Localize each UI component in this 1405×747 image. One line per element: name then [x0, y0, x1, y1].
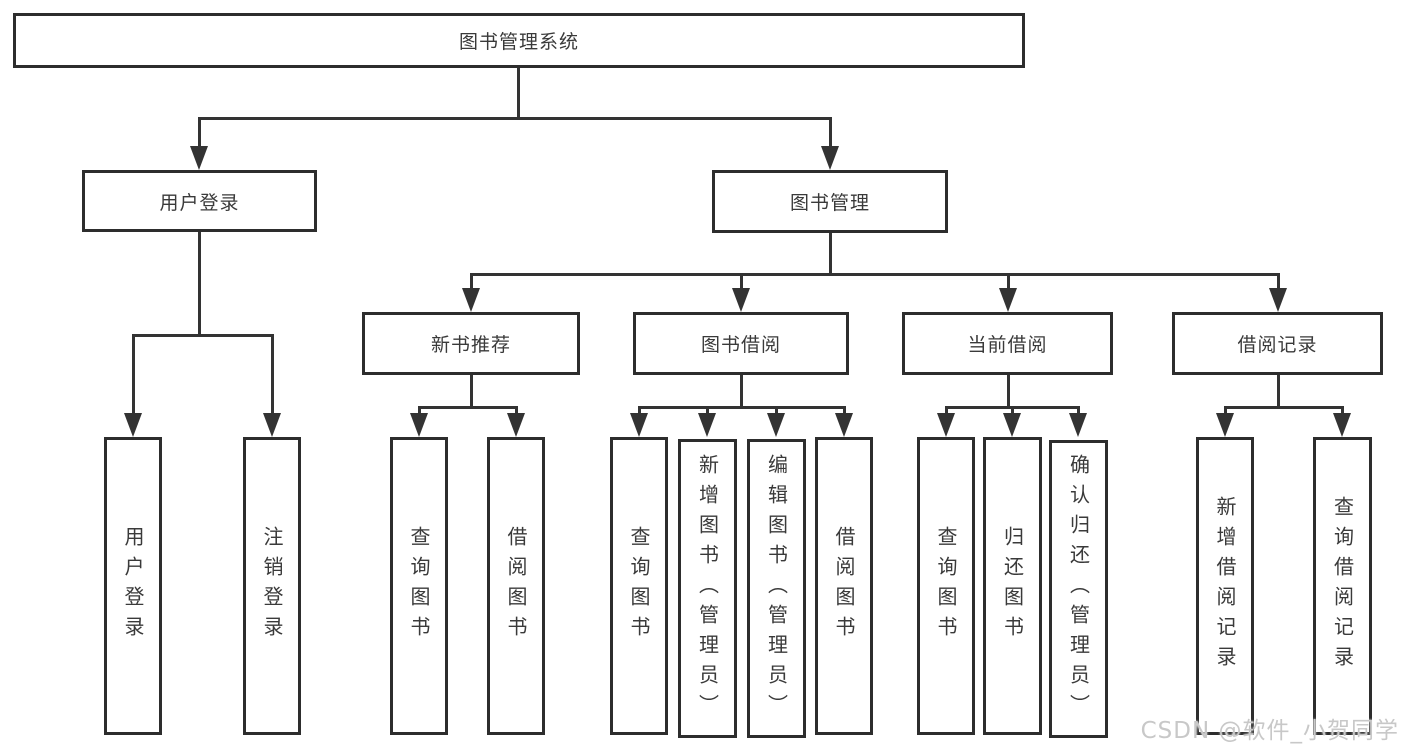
- arrow-down-icon: [698, 413, 716, 437]
- node-root-label: 图书管理系统: [458, 31, 579, 53]
- leaf-newrec-borrow-books: 借阅图书: [487, 437, 545, 735]
- leaf-logout-label: 注销登录: [260, 526, 284, 646]
- leaf-current-query-books-label: 查询图书: [934, 526, 958, 646]
- connector-leaf-drop: [1011, 406, 1014, 416]
- node-borrow-records: 借阅记录: [1172, 312, 1383, 375]
- arrow-down-icon: [1003, 413, 1021, 437]
- node-new-book-recommend: 新书推荐: [362, 312, 580, 375]
- csdn-watermark: CSDN @软件_小贺同学: [1140, 718, 1399, 744]
- node-book-borrow-label: 图书借阅: [700, 334, 781, 356]
- leaf-newrec-borrow-books-label: 借阅图书: [504, 526, 528, 646]
- arrow-down-icon: [767, 413, 785, 437]
- connector-book-mgmt-drop: [829, 117, 832, 150]
- connector-leaf-drop: [271, 334, 274, 417]
- node-user-login-label: 用户登录: [159, 191, 240, 214]
- connector-newbook-rail: [418, 406, 518, 409]
- node-book-borrow: 图书借阅: [633, 312, 849, 375]
- arrow-down-icon: [835, 413, 853, 437]
- leaf-borrow-borrow-books-label: 借阅图书: [832, 526, 856, 646]
- connector-level3-drop: [1007, 273, 1010, 291]
- arrow-down-icon: [1216, 413, 1234, 437]
- connector-records-rail: [1224, 406, 1344, 409]
- arrow-down-icon: [630, 413, 648, 437]
- leaf-borrow-borrow-books: 借阅图书: [815, 437, 873, 735]
- leaf-newrec-query-books: 查询图书: [390, 437, 448, 735]
- leaf-records-query-record-label: 查询借阅记录: [1330, 496, 1355, 676]
- connector-user-login-stem: [198, 232, 201, 336]
- arrow-down-icon: [1069, 413, 1087, 437]
- connector-level3-drop: [1277, 273, 1280, 291]
- connector-level2-rail: [198, 117, 832, 120]
- arrow-down-icon: [124, 413, 142, 437]
- node-borrow-records-label: 借阅记录: [1237, 334, 1318, 356]
- arrow-down-icon: [999, 288, 1017, 312]
- connector-level3-drop: [470, 273, 473, 291]
- connector-leaf-drop: [1341, 406, 1344, 416]
- leaf-user-login-label: 用户登录: [121, 526, 145, 646]
- connector-leaf-drop: [706, 406, 709, 416]
- node-root: 图书管理系统: [13, 13, 1025, 68]
- connector-user-login-drop: [198, 117, 201, 150]
- arrow-down-icon: [507, 413, 525, 437]
- arrow-down-icon: [1269, 288, 1287, 312]
- leaf-borrow-query-books-label: 查询图书: [627, 526, 651, 646]
- node-current-borrow-label: 当前借阅: [967, 334, 1048, 356]
- leaf-borrow-query-books: 查询图书: [610, 437, 668, 735]
- connector-leaf-drop: [418, 406, 421, 416]
- connector-borrow-stem: [740, 375, 743, 408]
- leaf-current-query-books: 查询图书: [917, 437, 975, 735]
- connector-leaf-drop: [515, 406, 518, 416]
- leaf-borrow-edit-books-admin-label: 编辑图书（管理员）: [764, 453, 789, 724]
- node-book-management-label: 图书管理: [789, 192, 870, 214]
- leaf-records-query-record: 查询借阅记录: [1313, 437, 1372, 735]
- leaf-logout: 注销登录: [243, 437, 301, 735]
- connector-leaf-drop: [843, 406, 846, 416]
- leaf-current-return-books: 归还图书: [983, 437, 1042, 735]
- connector-leaf-drop: [1224, 406, 1227, 416]
- arrow-down-icon: [462, 288, 480, 312]
- node-book-management: 图书管理: [712, 170, 948, 233]
- connector-current-stem: [1007, 375, 1010, 408]
- connector-user-login-rail: [132, 334, 274, 337]
- arrow-down-icon: [263, 413, 281, 437]
- node-new-book-recommend-label: 新书推荐: [430, 334, 511, 356]
- connector-newbook-stem: [470, 375, 473, 408]
- arrow-down-icon: [190, 146, 208, 170]
- node-user-login: 用户登录: [82, 170, 317, 232]
- leaf-newrec-query-books-label: 查询图书: [407, 526, 431, 646]
- arrow-down-icon: [937, 413, 955, 437]
- connector-root-stem: [517, 68, 520, 120]
- arrow-down-icon: [1333, 413, 1351, 437]
- connector-leaf-drop: [775, 406, 778, 416]
- connector-book-mgmt-stem: [829, 233, 832, 275]
- connector-records-stem: [1277, 375, 1280, 408]
- connector-level3-drop: [740, 273, 743, 291]
- leaf-current-return-books-label: 归还图书: [1000, 526, 1025, 646]
- leaf-current-confirm-return-admin: 确认归还（管理员）: [1049, 440, 1108, 738]
- connector-leaf-drop: [945, 406, 948, 416]
- connector-borrow-rail: [638, 406, 846, 409]
- leaf-records-add-record: 新增借阅记录: [1196, 437, 1254, 735]
- connector-leaf-drop: [1077, 406, 1080, 416]
- connector-leaf-drop: [132, 334, 135, 417]
- arrow-down-icon: [732, 288, 750, 312]
- leaf-current-confirm-return-admin-label: 确认归还（管理员）: [1066, 454, 1091, 724]
- node-current-borrow: 当前借阅: [902, 312, 1113, 375]
- leaf-borrow-add-books-admin: 新增图书（管理员）: [678, 439, 737, 738]
- connector-level3-rail: [470, 273, 1280, 276]
- connector-leaf-drop: [638, 406, 641, 416]
- leaf-borrow-edit-books-admin: 编辑图书（管理员）: [747, 439, 806, 738]
- arrow-down-icon: [410, 413, 428, 437]
- leaf-records-add-record-label: 新增借阅记录: [1213, 496, 1237, 676]
- leaf-borrow-add-books-admin-label: 新增图书（管理员）: [695, 453, 720, 724]
- leaf-user-login: 用户登录: [104, 437, 162, 735]
- arrow-down-icon: [821, 146, 839, 170]
